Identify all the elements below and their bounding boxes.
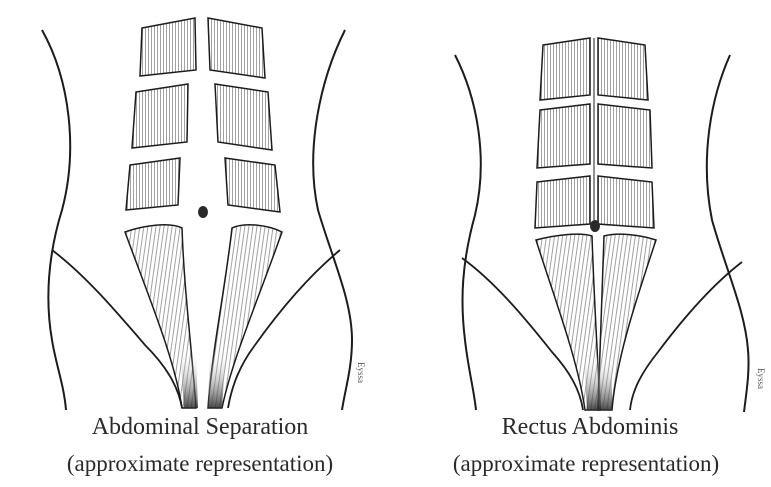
right-hip-line-right <box>630 262 742 410</box>
muscle-block <box>132 84 188 148</box>
left-torso-outline-right <box>313 30 352 410</box>
right-torso-outline-left <box>455 55 481 410</box>
left-rectus-left-column <box>125 18 198 408</box>
navel <box>590 220 600 232</box>
muscle-block <box>208 18 265 78</box>
right-rectus-right-column <box>597 38 656 410</box>
artist-signature-right: Eyssa <box>756 368 766 389</box>
left-rectus-right-column <box>208 18 282 408</box>
muscle-block <box>215 84 272 150</box>
navel <box>198 206 208 218</box>
caption-subtitle-left: (approximate representation) <box>20 451 380 477</box>
muscle-block <box>225 158 280 212</box>
muscle-block <box>126 158 180 210</box>
muscle-block <box>598 176 654 228</box>
muscle-block <box>537 104 590 168</box>
right-torso-outline-right <box>707 55 749 412</box>
muscle-block <box>535 176 590 228</box>
tendon-right <box>597 355 612 410</box>
caption-title-right: Rectus Abdominis <box>420 414 760 441</box>
muscle-block <box>598 38 648 100</box>
caption-title-left: Abdominal Separation <box>32 414 368 441</box>
left-torso-outline-left <box>42 30 70 410</box>
rectus-abdominis-figure <box>455 38 749 412</box>
muscle-block <box>140 18 196 76</box>
muscle-block <box>540 38 590 100</box>
muscle-block <box>598 104 652 168</box>
artist-signature-left: Eyssa <box>356 362 366 383</box>
caption-subtitle-right: (approximate representation) <box>405 451 767 477</box>
abdominal-separation-figure <box>42 18 352 410</box>
